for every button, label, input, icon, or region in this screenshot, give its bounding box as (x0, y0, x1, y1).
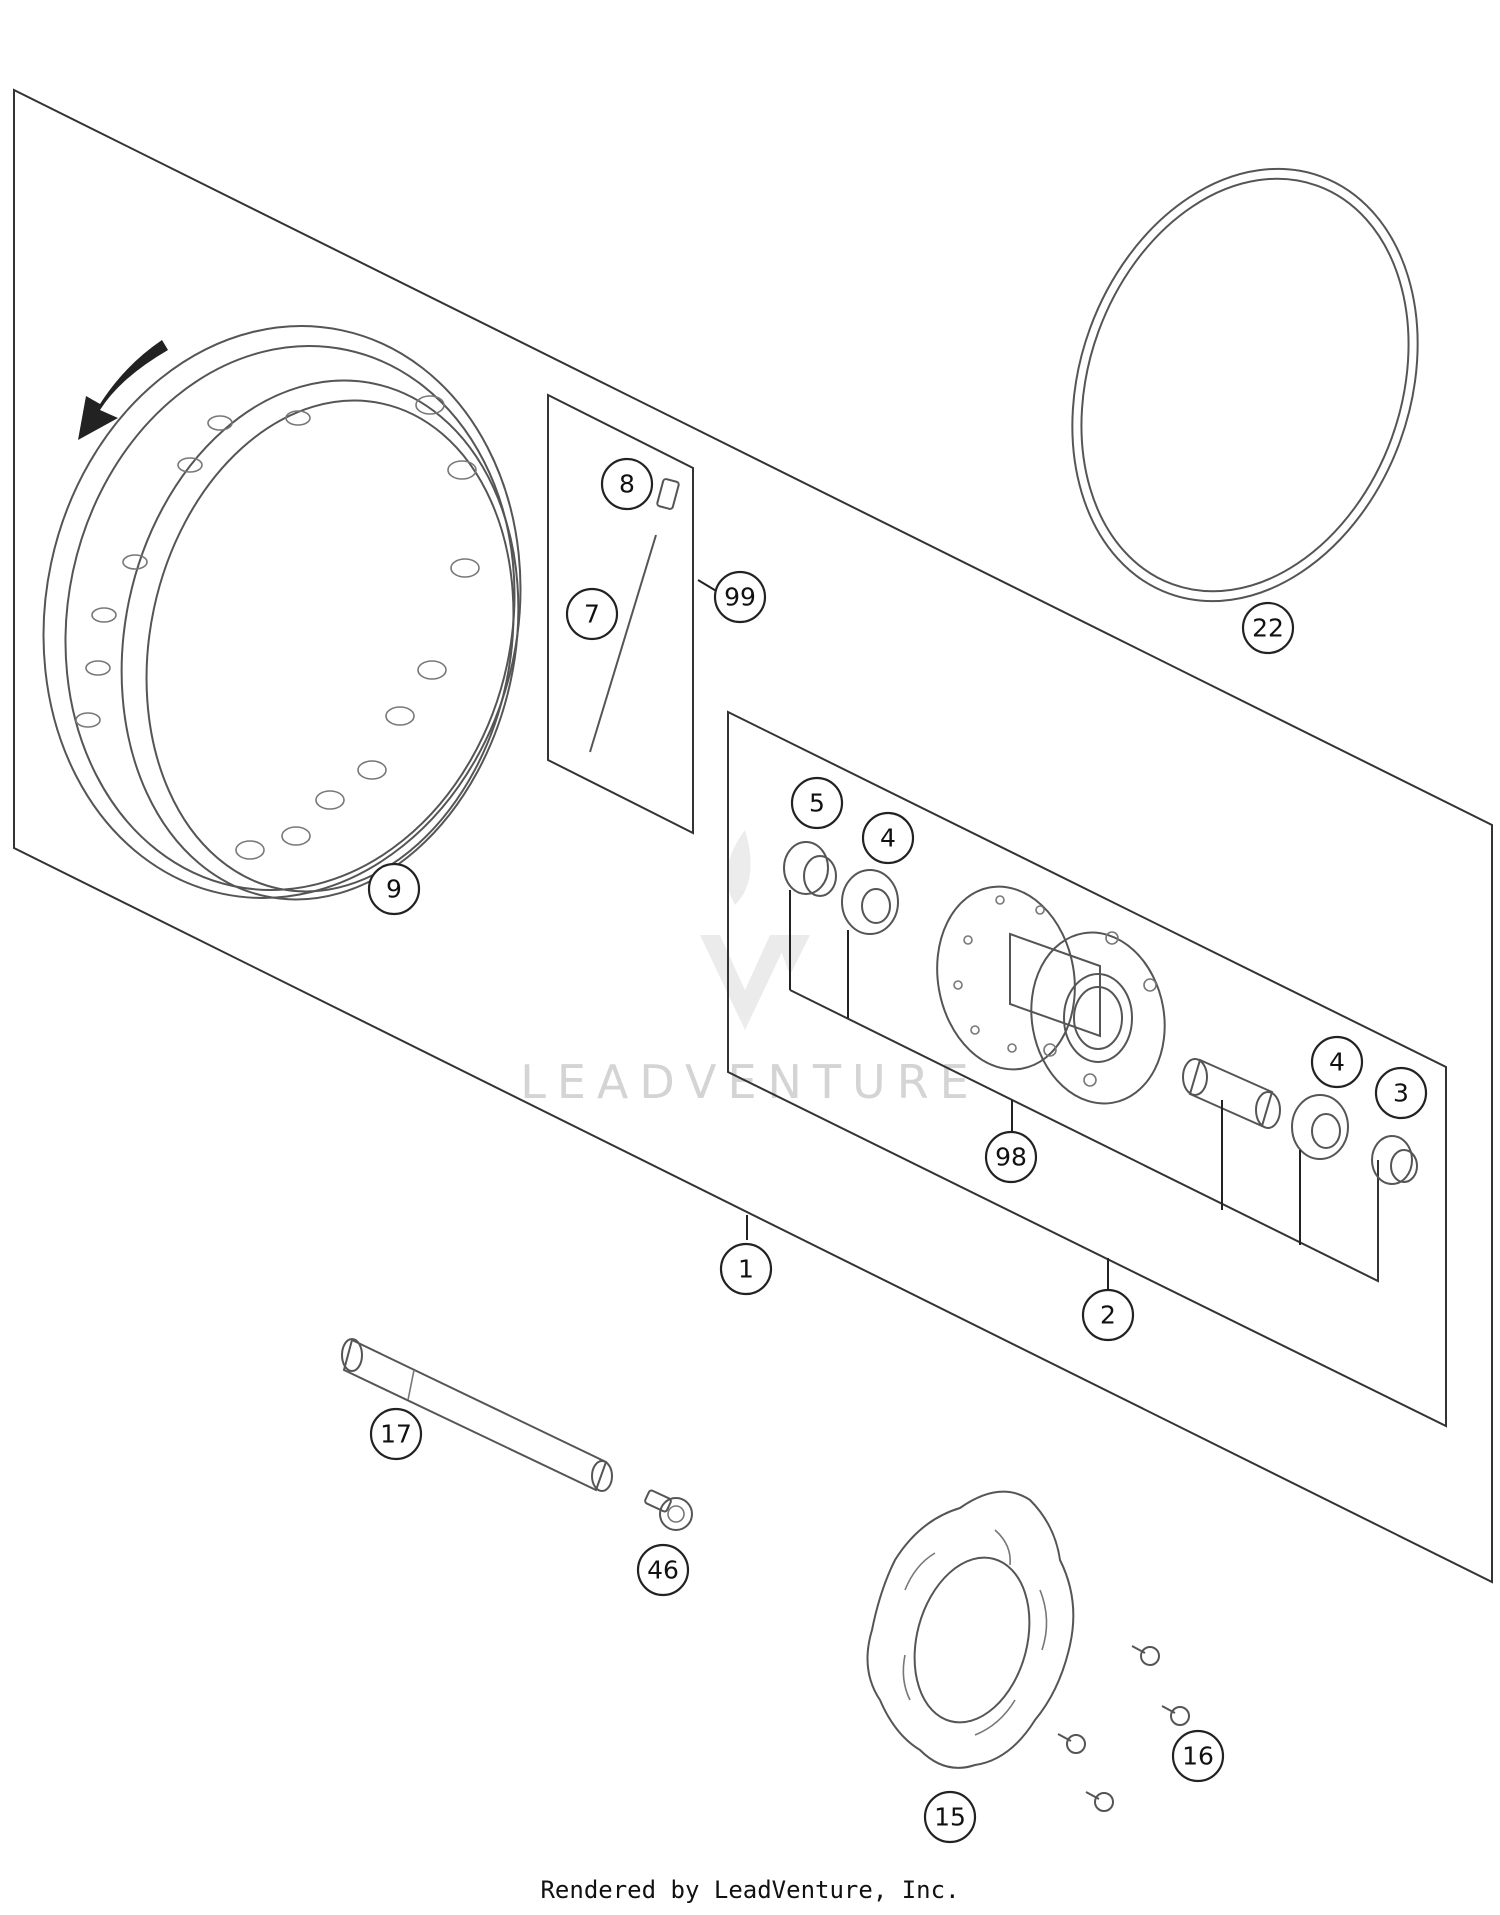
callout-98-label: 98 (995, 1143, 1027, 1172)
callout-22: 22 (1241, 601, 1295, 655)
wheel-assembly-frame (13, 88, 1493, 1584)
bearing-right (1291, 1094, 1349, 1160)
callout-98: 98 (984, 1130, 1038, 1184)
disc-screws (1057, 1645, 1190, 1812)
hub (936, 885, 1166, 1105)
callout-17-label: 17 (380, 1420, 412, 1449)
callout-2: 2 (1081, 1288, 1135, 1342)
callout-2-label: 2 (1100, 1301, 1116, 1330)
footer-credit: Rendered by LeadVenture, Inc. (540, 1876, 960, 1904)
callout-7: 7 (565, 587, 619, 641)
callout-46: 46 (636, 1543, 690, 1597)
callout-22-label: 22 (1252, 614, 1284, 643)
callout-9-label: 9 (386, 875, 402, 904)
callout-3-label: 3 (1393, 1079, 1409, 1108)
callout-4-right-label: 4 (1329, 1048, 1345, 1077)
callout-46-label: 46 (647, 1556, 679, 1585)
callout-17: 17 (369, 1407, 423, 1461)
callout-4-left: 4 (861, 811, 915, 865)
leadventure-watermark-logo (700, 830, 810, 1030)
watermark-text: LEADVENTURE (520, 1055, 980, 1109)
bearing-left (841, 869, 899, 935)
callout-99-label: 99 (724, 583, 756, 612)
rim (42, 325, 522, 901)
callout-3: 3 (1374, 1066, 1428, 1120)
callout-16: 16 (1171, 1729, 1225, 1783)
brake-disc (866, 1490, 1075, 1769)
axle (341, 1338, 613, 1492)
callout-4-right: 4 (1310, 1035, 1364, 1089)
rotation-arrow-icon (78, 340, 168, 440)
hub-assembly-frame (727, 710, 1447, 1428)
spoke-kit-frame (547, 393, 694, 835)
callout-15: 15 (923, 1790, 977, 1844)
callout-9: 9 (367, 862, 421, 916)
callout-5: 5 (790, 776, 844, 830)
spacer-left (783, 841, 837, 897)
callout-99: 99 (713, 570, 767, 624)
callout-16-label: 16 (1182, 1742, 1214, 1771)
rim-tape (1071, 167, 1419, 603)
callout-7-label: 7 (584, 600, 600, 629)
callout-8-label: 8 (619, 470, 635, 499)
callout-5-label: 5 (809, 789, 825, 818)
spoke (589, 534, 657, 753)
callout-8: 8 (600, 457, 654, 511)
hub-sleeve (1182, 1058, 1281, 1129)
collar-screw (644, 1489, 693, 1531)
callout-15-label: 15 (934, 1803, 966, 1832)
spacer-right (1371, 1135, 1418, 1185)
callout-1-label: 1 (738, 1255, 754, 1284)
bearing-subframe (789, 989, 1379, 1283)
leader-lines (697, 579, 1301, 1294)
callout-4-left-label: 4 (880, 824, 896, 853)
callout-1: 1 (719, 1242, 773, 1296)
spoke-nipple (656, 478, 680, 510)
